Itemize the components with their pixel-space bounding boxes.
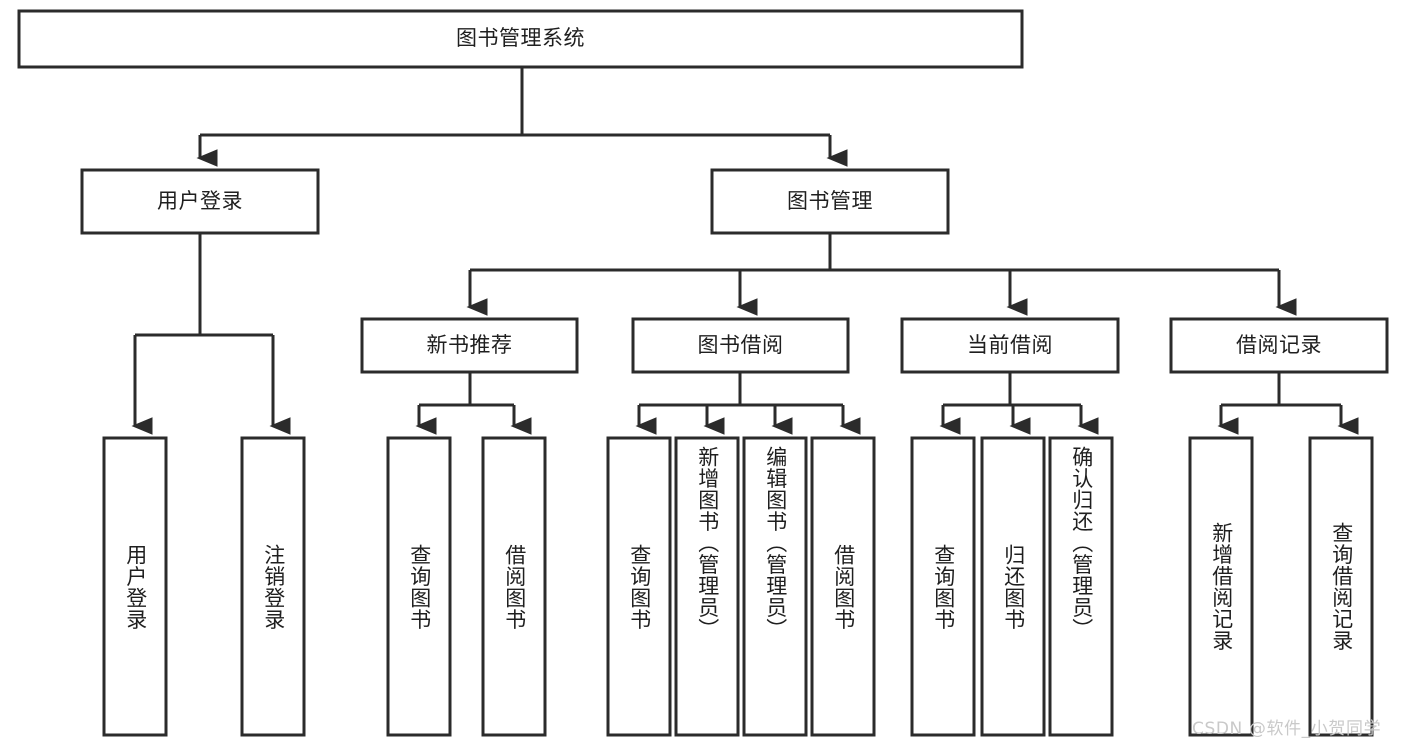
- node-box-leaf-10[interactable]: [1048, 436, 1114, 737]
- node-box-leaf-2[interactable]: [386, 436, 452, 737]
- node-box-leaf-8[interactable]: [910, 436, 976, 737]
- node-box-current-borrow[interactable]: [900, 317, 1120, 374]
- node-box-leaf-9[interactable]: [980, 436, 1046, 737]
- node-box-leaf-12[interactable]: [1308, 436, 1374, 737]
- node-box-leaf-0[interactable]: [102, 436, 168, 737]
- node-box-new-book-recommend[interactable]: [360, 317, 579, 374]
- node-box-root[interactable]: [17, 9, 1024, 69]
- node-box-user-login[interactable]: [80, 168, 320, 235]
- node-box-book-borrow[interactable]: [631, 317, 850, 374]
- node-box-leaf-4[interactable]: [606, 436, 672, 737]
- node-box-leaf-1[interactable]: [240, 436, 306, 737]
- node-box-borrow-record[interactable]: [1169, 317, 1389, 374]
- watermark-text: CSDN @软件_小贺同学: [1192, 719, 1382, 739]
- node-box-leaf-6[interactable]: [742, 436, 808, 737]
- node-box-leaf-5[interactable]: [674, 436, 740, 737]
- node-box-leaf-3[interactable]: [481, 436, 547, 737]
- node-box-leaf-7[interactable]: [810, 436, 876, 737]
- node-box-leaf-11[interactable]: [1188, 436, 1254, 737]
- node-box-book-management[interactable]: [710, 168, 950, 235]
